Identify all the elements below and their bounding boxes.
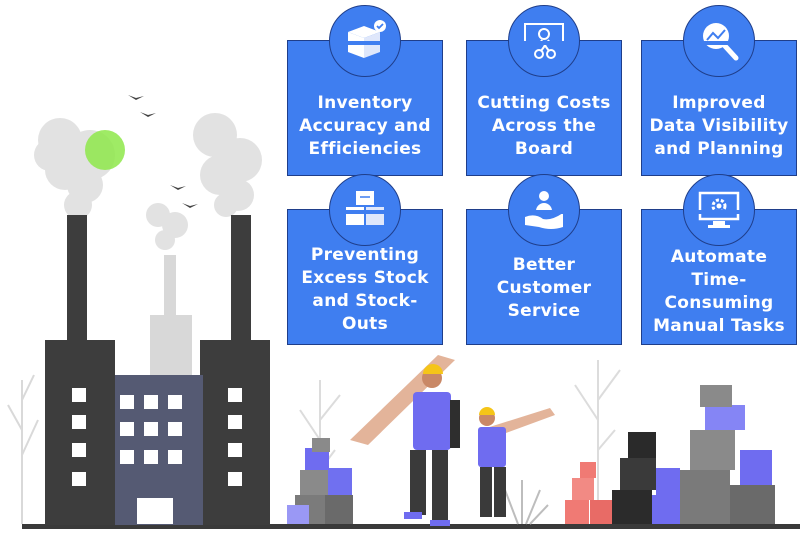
card-label: Improved Data Visibility and Planning [649, 92, 789, 159]
card-label: Better Customer Service [496, 254, 592, 321]
card-label: Inventory Accuracy and Efficiencies [299, 92, 431, 159]
smoke-right [193, 113, 262, 217]
card-label: Preventing Excess Stock and Stock-Outs [301, 245, 429, 334]
card-inventory-accuracy: Inventory Accuracy and Efficiencies [287, 5, 443, 176]
smoke-left [34, 118, 115, 219]
worker-large [350, 355, 460, 526]
box-stack-dark [612, 432, 682, 524]
bare-tree-left [7, 374, 39, 524]
card-label: Cutting Costs Across the Board [477, 92, 611, 159]
box-check-icon [348, 20, 386, 58]
box-stack-red [565, 462, 614, 524]
bare-tree-right [574, 360, 621, 524]
card-customer-service: Better Customer Service [466, 174, 622, 345]
card-automate-tasks: Automate Time-Consuming Manual Tasks [641, 174, 797, 345]
card-data-visibility: Improved Data Visibility and Planning [641, 5, 797, 176]
bush [504, 480, 549, 525]
ground-line [22, 524, 800, 529]
worker-small [478, 407, 555, 517]
card-cutting-costs: Cutting Costs Across the Board [466, 5, 622, 176]
card-label: Automate Time-Consuming Manual Tasks [653, 247, 785, 336]
box-stack-left [287, 438, 353, 524]
sun [85, 130, 125, 170]
box-stack-tall [680, 385, 775, 524]
factory [45, 215, 270, 525]
monitor-gear-icon [698, 191, 740, 228]
smoke-middle [146, 203, 188, 250]
card-preventing-excess-stock: Preventing Excess Stock and Stock-Outs [287, 174, 443, 345]
birds [128, 95, 198, 208]
hand-person-icon [525, 191, 563, 229]
